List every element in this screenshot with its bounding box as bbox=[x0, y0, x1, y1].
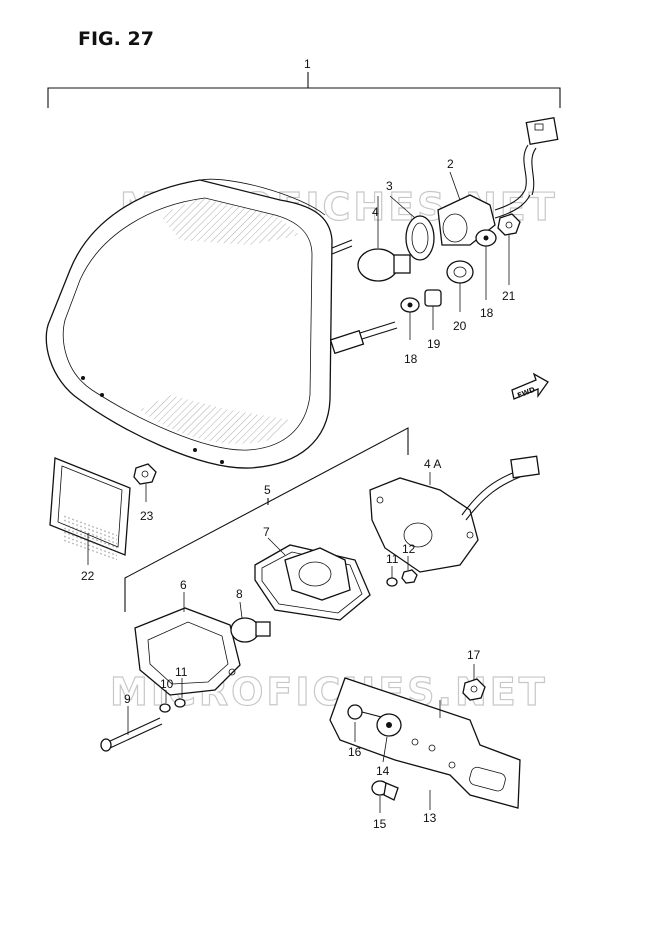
callout-11-right: 11 bbox=[386, 552, 399, 566]
callout-2: 2 bbox=[447, 157, 454, 171]
bulb-4 bbox=[357, 248, 411, 282]
callout-12: 12 bbox=[402, 542, 416, 556]
callout-6: 6 bbox=[180, 578, 187, 592]
callout-21: 21 bbox=[502, 289, 516, 303]
callout-22: 22 bbox=[81, 569, 95, 583]
washer-18-left bbox=[400, 297, 420, 313]
washer-14 bbox=[376, 713, 402, 737]
bracket-5 bbox=[124, 427, 409, 612]
license-housing-4a bbox=[369, 455, 540, 573]
gasket-3 bbox=[405, 215, 435, 261]
callout-4a: 4 A bbox=[424, 457, 441, 471]
nut-23 bbox=[133, 463, 157, 485]
nut-21 bbox=[497, 213, 521, 236]
callout-23: 23 bbox=[140, 509, 154, 523]
fastener-15 bbox=[371, 780, 399, 801]
callout-1: 1 bbox=[304, 57, 311, 71]
callout-3: 3 bbox=[386, 179, 393, 193]
assembly-bracket-1 bbox=[47, 72, 561, 108]
gasket-7 bbox=[254, 544, 371, 621]
nut-17 bbox=[462, 678, 486, 701]
license-lens-6 bbox=[134, 607, 241, 696]
washer-11-left bbox=[174, 698, 186, 708]
callout-18-right: 18 bbox=[480, 306, 494, 320]
callout-19: 19 bbox=[427, 337, 441, 351]
bulb-8 bbox=[230, 617, 271, 643]
spacer-19 bbox=[424, 289, 442, 307]
callout-16: 16 bbox=[348, 745, 362, 759]
callout-7: 7 bbox=[263, 525, 270, 539]
wire-connector-top bbox=[523, 116, 559, 196]
fwd-arrow: FWD bbox=[511, 372, 549, 400]
callout-11-left: 11 bbox=[175, 665, 188, 679]
screw-9 bbox=[100, 717, 163, 752]
washer-11-right bbox=[386, 577, 398, 587]
washer-10 bbox=[159, 703, 171, 713]
figure-title: FIG. 27 bbox=[78, 28, 154, 50]
nut-12 bbox=[401, 569, 418, 584]
callout-14: 14 bbox=[376, 764, 390, 778]
callout-15: 15 bbox=[373, 817, 387, 831]
callout-labels: 1 2 3 4 4 A 5 6 7 8 9 10 11 11 12 13 14 … bbox=[81, 57, 516, 831]
callout-18-left: 18 bbox=[404, 352, 418, 366]
callout-10: 10 bbox=[160, 677, 174, 691]
leader-lines bbox=[87, 171, 510, 813]
tail-light-lens bbox=[45, 178, 333, 469]
callout-13: 13 bbox=[423, 811, 437, 825]
callout-20: 20 bbox=[453, 319, 467, 333]
callout-8: 8 bbox=[236, 587, 243, 601]
grommet-20 bbox=[446, 260, 474, 284]
stud-upper bbox=[331, 239, 353, 255]
bolt-16 bbox=[347, 704, 386, 720]
reflector-22 bbox=[49, 457, 131, 563]
callout-9: 9 bbox=[124, 692, 131, 706]
stud-lower bbox=[329, 321, 398, 355]
callout-5: 5 bbox=[264, 483, 271, 497]
callout-4: 4 bbox=[372, 205, 379, 219]
plate-bracket-13 bbox=[329, 677, 521, 809]
washer-18-right bbox=[475, 229, 497, 247]
callout-17: 17 bbox=[467, 648, 481, 662]
